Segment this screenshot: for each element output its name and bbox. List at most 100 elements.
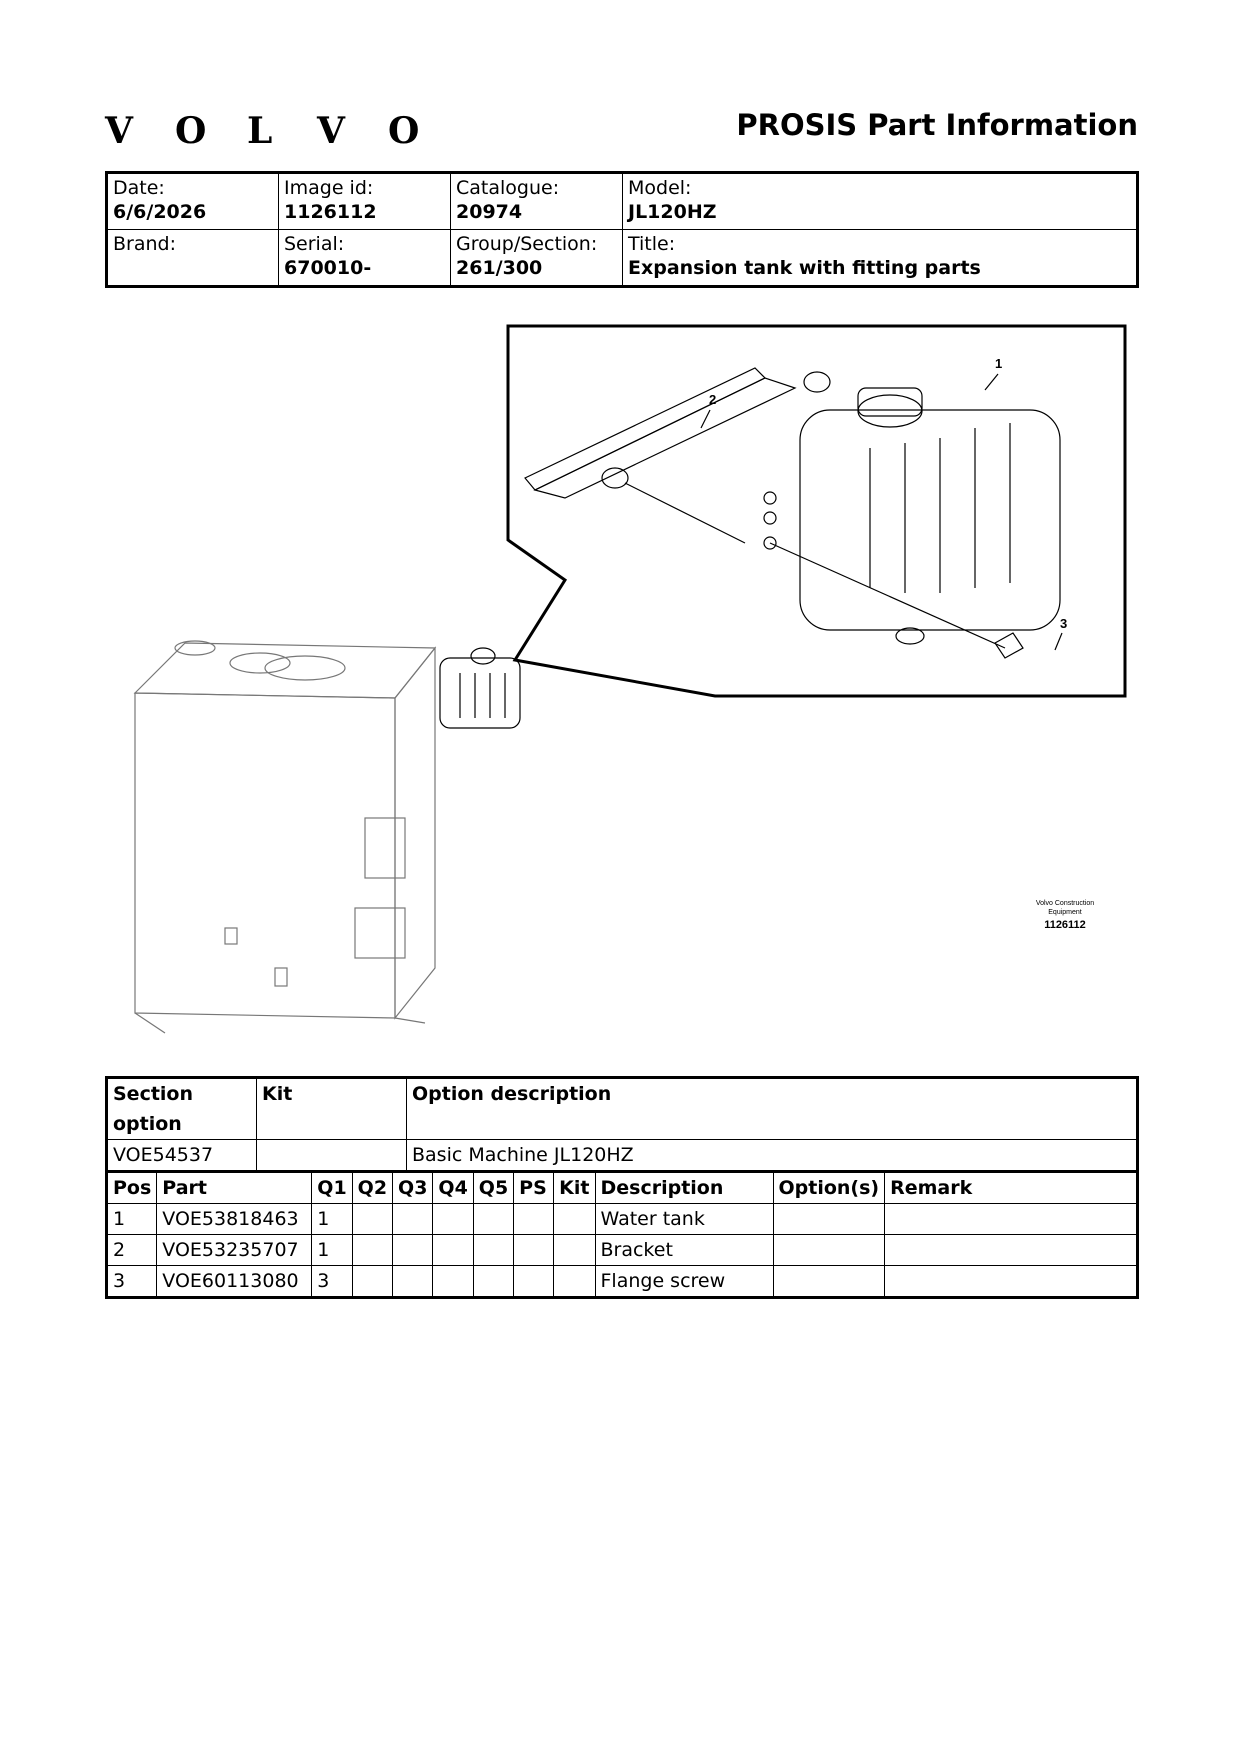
leader-line-2	[700, 409, 711, 429]
description-cell: Water tank	[594, 1203, 774, 1235]
options-header: Option(s)	[772, 1171, 886, 1204]
remark-cell	[884, 1203, 1138, 1235]
q5-header: Q5	[472, 1171, 515, 1204]
remark-header: Remark	[884, 1171, 1138, 1204]
pos-cell: 1	[105, 1203, 158, 1235]
detail-callout-frame	[506, 324, 1127, 698]
date-cell: Date: 6/6/2026	[106, 172, 279, 230]
kit-cell	[256, 1139, 407, 1172]
group-cell: Group/Section: 261/300	[450, 229, 623, 287]
model-label: Model:	[628, 177, 692, 199]
catalogue-value: 20974	[456, 201, 523, 223]
parts-header-row: Pos Part Q1 Q2 Q3 Q4 Q5 PS Kit Descripti…	[105, 1171, 1138, 1204]
part-number-cell: VOE60113080	[156, 1265, 313, 1298]
brand-label: Brand:	[113, 233, 176, 255]
q3-cell	[392, 1203, 434, 1235]
part-number-cell: VOE53818463	[156, 1203, 313, 1235]
remark-cell	[884, 1265, 1138, 1298]
logo-letter: L	[247, 110, 273, 152]
brand-cell: Brand:	[106, 229, 279, 287]
description-cell: Bracket	[594, 1234, 774, 1266]
figure-caption-id: 1126112	[1044, 919, 1086, 931]
title-value: Expansion tank with fitting parts	[628, 257, 981, 279]
parts-table: Pos Part Q1 Q2 Q3 Q4 Q5 PS Kit Descripti…	[105, 1170, 1139, 1299]
date-label: Date:	[113, 177, 165, 199]
options-cell	[772, 1203, 886, 1235]
logo-letter: O	[388, 110, 420, 152]
q4-header: Q4	[432, 1171, 474, 1204]
section-option-header: Section option	[106, 1077, 257, 1140]
pos-header: Pos	[105, 1171, 158, 1204]
q1-cell: 1	[311, 1203, 353, 1235]
q5-cell	[472, 1234, 515, 1266]
q2-cell	[351, 1203, 394, 1235]
logo-letter: V	[105, 110, 133, 152]
part-header: Part	[156, 1171, 313, 1204]
date-value: 6/6/2026	[113, 201, 207, 223]
figure-caption-line2: Equipment	[1048, 909, 1082, 916]
model-cell: Model: JL120HZ	[622, 172, 1138, 230]
serial-label: Serial:	[284, 233, 345, 255]
logo-letter: V	[317, 110, 345, 152]
ps-cell	[513, 1265, 555, 1298]
kit-header: Kit	[256, 1077, 407, 1140]
table-row: 3 VOE60113080 3 Flange screw	[105, 1265, 1138, 1298]
leader-line-1	[984, 373, 999, 391]
q2-cell	[351, 1265, 394, 1298]
q3-cell	[392, 1234, 434, 1266]
image-id-value: 1126112	[284, 201, 377, 223]
kit-cell	[553, 1234, 596, 1266]
table-row: 1 VOE53818463 1 Water tank	[105, 1203, 1138, 1235]
callout-3: 3	[1060, 616, 1067, 631]
kit-header: Kit	[553, 1171, 596, 1204]
q2-header: Q2	[351, 1171, 394, 1204]
exploded-view-illustration: 1 2 3 Volvo Construction Equipment 11261…	[133, 324, 1127, 1034]
group-value: 261/300	[456, 257, 543, 279]
title-label: Title:	[628, 233, 676, 255]
title-cell: Title: Expansion tank with fitting parts	[622, 229, 1138, 287]
q1-header: Q1	[311, 1171, 353, 1204]
callout-1: 1	[995, 356, 1002, 371]
description-cell: Flange screw	[594, 1265, 774, 1298]
q5-cell	[472, 1265, 515, 1298]
q1-cell: 3	[311, 1265, 353, 1298]
volvo-logo: V O L V O	[105, 110, 425, 152]
q2-cell	[351, 1234, 394, 1266]
q3-cell	[392, 1265, 434, 1298]
option-description-cell: Basic Machine JL120HZ	[406, 1139, 1138, 1172]
page-title: PROSIS Part Information	[736, 108, 1138, 142]
ps-cell	[513, 1203, 555, 1235]
leader-line-3	[1054, 632, 1063, 651]
expansion-tank-drawing	[763, 387, 1061, 645]
remark-cell	[884, 1234, 1138, 1266]
options-cell	[772, 1234, 886, 1266]
part-number-cell: VOE53235707	[156, 1234, 313, 1266]
catalogue-label: Catalogue:	[456, 177, 560, 199]
hydraulic-tank-drawing	[133, 640, 437, 1034]
ps-header: PS	[513, 1171, 555, 1204]
small-expansion-tank-drawing	[439, 647, 521, 729]
options-cell	[772, 1265, 886, 1298]
kit-cell	[553, 1203, 596, 1235]
option-description-header: Option description	[406, 1077, 1138, 1140]
flange-screw-drawing	[769, 542, 1024, 659]
pos-cell: 2	[105, 1234, 158, 1266]
image-id-cell: Image id: 1126112	[278, 172, 451, 230]
pos-cell: 3	[105, 1265, 158, 1298]
section-option-table: Section option Kit Option description VO…	[105, 1076, 1139, 1173]
serial-cell: Serial: 670010-	[278, 229, 451, 287]
description-header: Description	[594, 1171, 774, 1204]
table-row: 2 VOE53235707 1 Bracket	[105, 1234, 1138, 1266]
image-id-label: Image id:	[284, 177, 374, 199]
bracket-drawing	[524, 367, 831, 544]
callout-2: 2	[709, 392, 716, 407]
q4-cell	[432, 1203, 474, 1235]
logo-letter: O	[175, 110, 207, 152]
header-info-table: Date: 6/6/2026 Image id: 1126112 Catalog…	[105, 171, 1139, 288]
group-label: Group/Section:	[456, 233, 598, 255]
catalogue-cell: Catalogue: 20974	[450, 172, 623, 230]
q4-cell	[432, 1234, 474, 1266]
serial-value: 670010-	[284, 257, 372, 279]
q3-header: Q3	[392, 1171, 434, 1204]
q1-cell: 1	[311, 1234, 353, 1266]
